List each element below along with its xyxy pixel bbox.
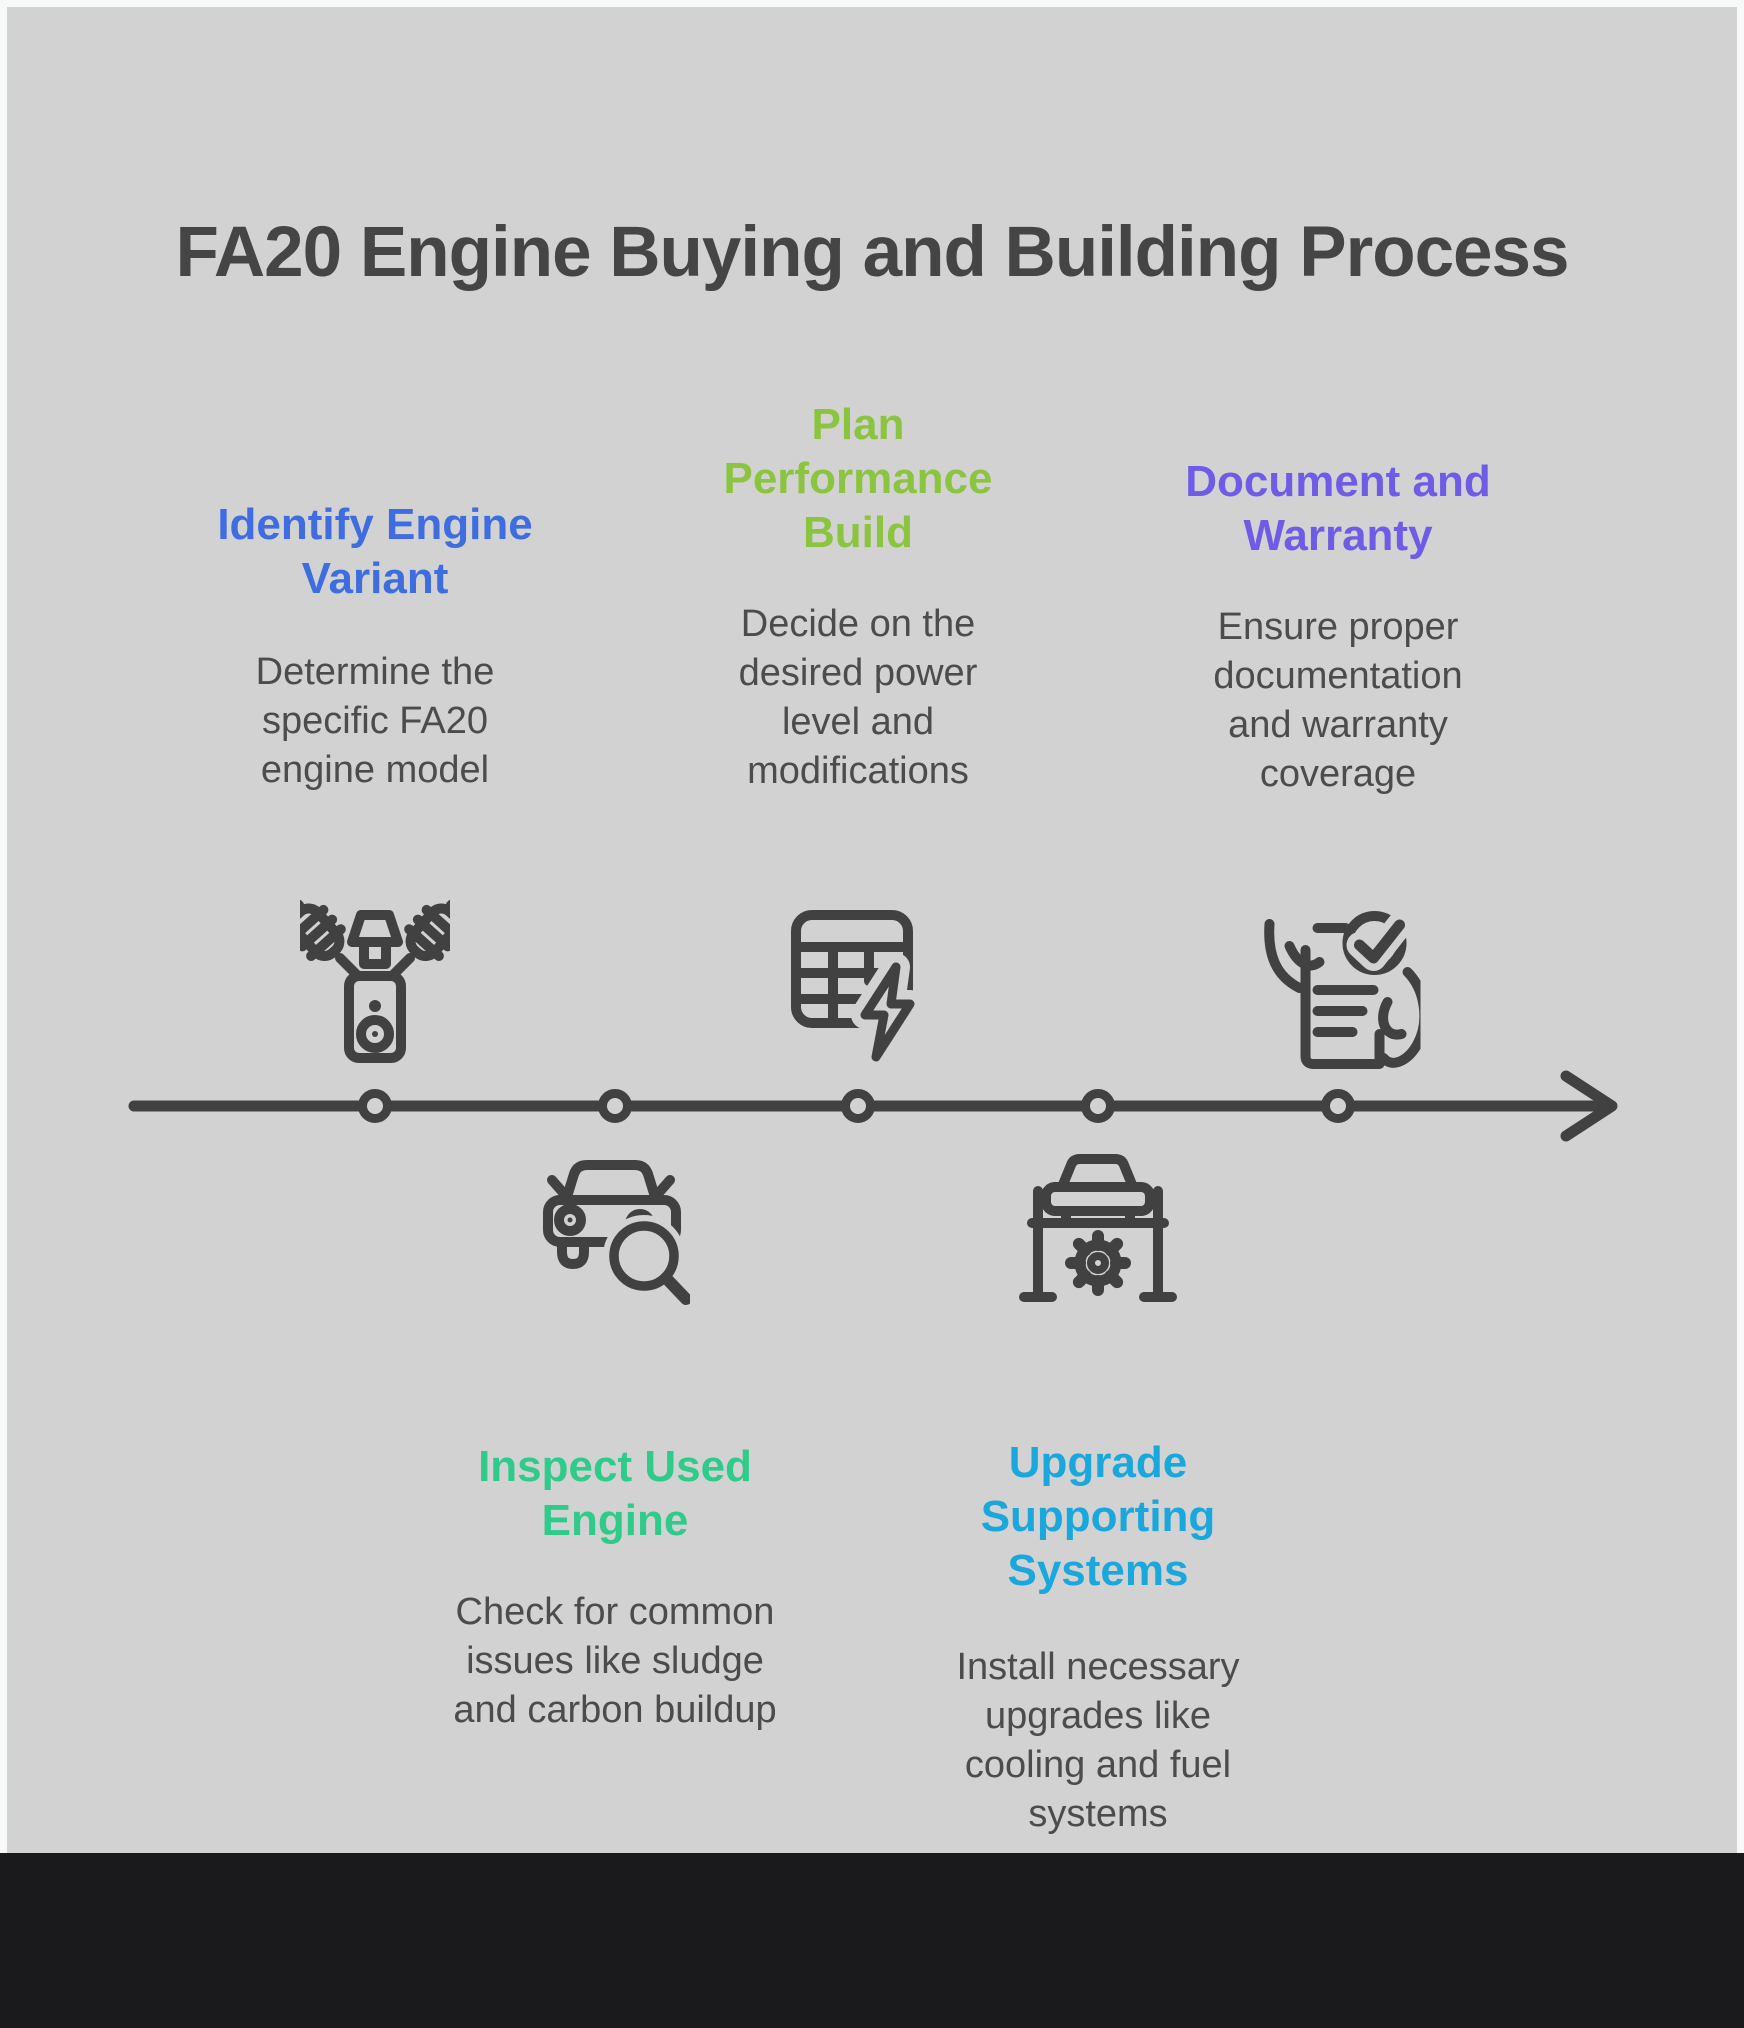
step-desc-identify-engine-variant: Determine the specific FA20 engine model — [255, 651, 495, 791]
document-check-icon — [1256, 898, 1430, 1088]
performance-table-lightning-icon — [783, 903, 933, 1083]
timeline-node-2 — [598, 1089, 632, 1123]
footer-bar — [0, 1853, 1744, 2028]
car-inspection-magnifier-icon — [540, 1150, 692, 1325]
step-title-inspect-used-engine: Inspect Used Engine — [478, 1442, 752, 1545]
timeline-node-1 — [358, 1089, 392, 1123]
step-desc-inspect-used-engine: Check for common issues like sludge and … — [453, 1591, 777, 1731]
step-desc-upgrade-supporting-systems: Install necessary upgrades like cooling … — [956, 1646, 1240, 1835]
car-lift-gear-icon — [1018, 1145, 1178, 1335]
step-title-plan-performance-build: Plan Performance Build — [723, 400, 993, 557]
step-title-document-and-warranty: Document and Warranty — [1185, 457, 1491, 560]
step-title-upgrade-supporting-systems: Upgrade Supporting Systems — [980, 1438, 1216, 1595]
step-desc-plan-performance-build: Decide on the desired power level and mo… — [738, 603, 978, 792]
page-title: FA20 Engine Buying and Building Process — [175, 213, 1569, 292]
timeline-node-3 — [841, 1089, 875, 1123]
step-desc-document-and-warranty: Ensure proper documentation and warranty… — [1213, 606, 1463, 795]
timeline-arrow — [128, 1070, 1618, 1142]
timeline-node-5 — [1321, 1089, 1355, 1123]
step-title-identify-engine-variant: Identify Engine Variant — [217, 500, 533, 603]
background-panel — [7, 7, 1737, 1853]
timeline-node-4 — [1081, 1089, 1115, 1123]
